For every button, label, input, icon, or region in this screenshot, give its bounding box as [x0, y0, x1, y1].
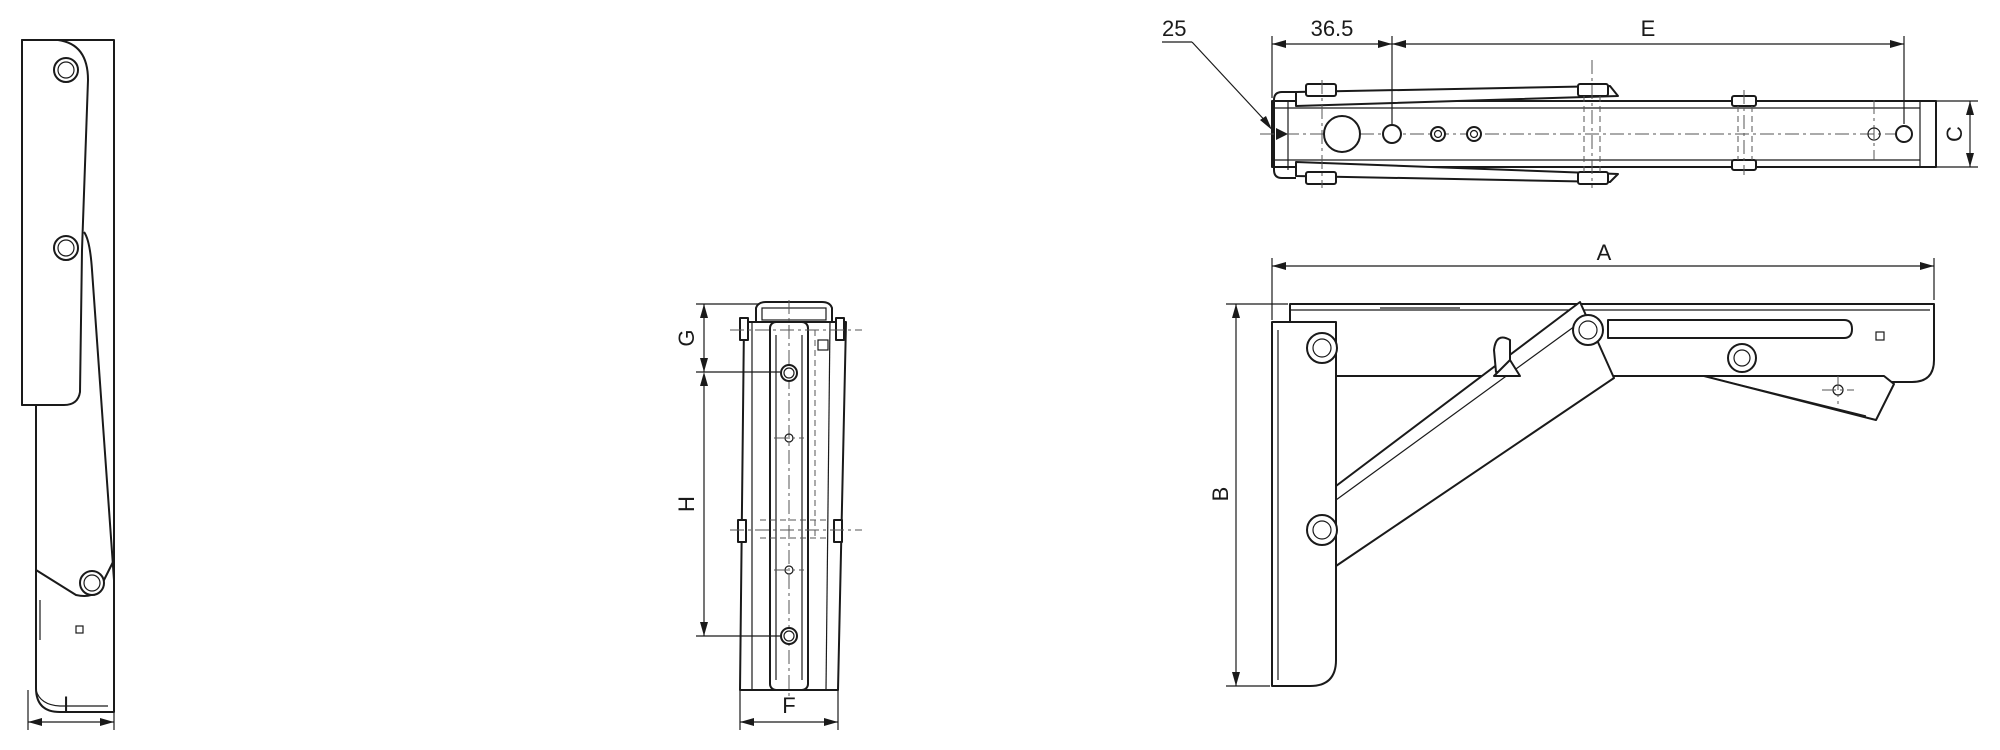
- front-tab-mid-right: [833, 519, 843, 543]
- open-rivet-pivot: [1572, 314, 1604, 346]
- folded-rivet-bottom-inner: [83, 574, 101, 592]
- top-hole-hidden: [1867, 127, 1881, 141]
- dim-365-label: 36.5: [1311, 16, 1354, 41]
- top-hole-2-inner: [1433, 129, 1443, 139]
- front-hole-bottom-inner: [783, 630, 795, 642]
- folded-square-mark: [75, 625, 84, 634]
- top-tab-2: [1305, 171, 1337, 185]
- open-top-bar: [1289, 303, 1935, 383]
- front-top-clip: [755, 301, 833, 323]
- dim-a-label: A: [1597, 240, 1612, 265]
- front-hole-bottom: [780, 627, 798, 645]
- folded-rivet-mid-inner: [57, 239, 75, 257]
- open-rivet-top-left-inner: [1312, 338, 1332, 358]
- dim-25-label: 25: [1162, 16, 1186, 41]
- top-arm-lower: [1295, 161, 1619, 183]
- dim-i-label: I: [63, 692, 69, 717]
- open-slot: [1607, 319, 1853, 339]
- open-rivet-top-left: [1306, 332, 1338, 364]
- side-view-open: A B: [1208, 240, 1935, 687]
- open-vertical-leg: [1271, 321, 1337, 687]
- folded-arm-plate: [21, 39, 89, 406]
- dim-e-arrow-left: [1392, 40, 1406, 48]
- top-hole-2: [1430, 126, 1446, 142]
- open-lower-arm-edge: [1703, 375, 1867, 417]
- top-hole-3: [1466, 126, 1482, 142]
- top-hole-3-inner: [1469, 129, 1479, 139]
- dim-365-arrow-right: [1378, 40, 1392, 48]
- front-hole-top-inner: [783, 367, 795, 379]
- folded-inner-edge: [35, 600, 108, 707]
- front-square-mark: [817, 339, 829, 351]
- front-tab-top-right: [835, 317, 845, 341]
- top-hole-large: [1323, 115, 1361, 153]
- dim-f-arrow-right: [824, 718, 838, 726]
- open-square-mark: [1875, 331, 1885, 341]
- top-view: 25 36.5 E C: [1162, 16, 1978, 188]
- dim-a-arrow-left: [1272, 262, 1286, 270]
- top-tab-4: [1577, 171, 1609, 185]
- front-flange-right: [825, 321, 831, 691]
- open-rivet-right: [1727, 343, 1757, 373]
- dim-h-label: H: [674, 496, 699, 512]
- open-rivet-mid-left: [1306, 514, 1338, 546]
- dim-365-arrow-left: [1272, 40, 1286, 48]
- dim-25-arrow: [1260, 116, 1272, 130]
- dim-c-label: C: [1942, 126, 1967, 142]
- front-top-clip-inner: [761, 307, 827, 321]
- top-clip: [1273, 91, 1296, 179]
- top-arm-upper: [1295, 85, 1619, 107]
- dim-25-arrow-2: [1276, 128, 1288, 140]
- front-tab-mid-left: [737, 519, 747, 543]
- dim-h-arrow-bottom: [700, 622, 708, 636]
- folded-brace: [83, 231, 115, 581]
- open-rivet-pivot-inner: [1578, 320, 1598, 340]
- dim-b-arrow-top: [1232, 304, 1240, 318]
- side-view-folded: I: [21, 39, 115, 730]
- open-hook-tip: [1493, 359, 1521, 377]
- dim-g-arrow-top: [700, 304, 708, 318]
- top-hole-end: [1895, 125, 1913, 143]
- front-tab-top-left: [739, 317, 749, 341]
- dim-e-arrow-right: [1890, 40, 1904, 48]
- top-tab-1: [1305, 83, 1337, 97]
- dim-e-label: E: [1641, 16, 1656, 41]
- open-strut-edge: [1335, 317, 1587, 501]
- open-lower-arm: [1618, 375, 1895, 421]
- front-view: G H F: [674, 300, 862, 730]
- folded-rivet-top-inner: [57, 61, 75, 79]
- dim-g-label: G: [674, 329, 699, 346]
- top-tab-3: [1577, 83, 1609, 97]
- dim-f-arrow-left: [740, 718, 754, 726]
- dim-a-arrow-right: [1920, 262, 1934, 270]
- front-hole-top: [780, 364, 798, 382]
- dim-c-arrow-bottom: [1966, 153, 1974, 167]
- dim-b-arrow-bottom: [1232, 672, 1240, 686]
- open-rivet-right-inner: [1733, 349, 1751, 367]
- top-hole-1: [1382, 124, 1402, 144]
- dim-i-arrow-left: [28, 718, 42, 726]
- open-rivet-mid-left-inner: [1312, 520, 1332, 540]
- dim-c-arrow-top: [1966, 101, 1974, 115]
- dim-f-label: F: [782, 693, 795, 718]
- dim-25-leader: [1191, 41, 1271, 127]
- dim-b-label: B: [1208, 487, 1233, 502]
- dim-i-arrow-right: [100, 718, 114, 726]
- dim-g-arrow-bottom: [700, 358, 708, 372]
- dim-h-arrow-top: [700, 372, 708, 386]
